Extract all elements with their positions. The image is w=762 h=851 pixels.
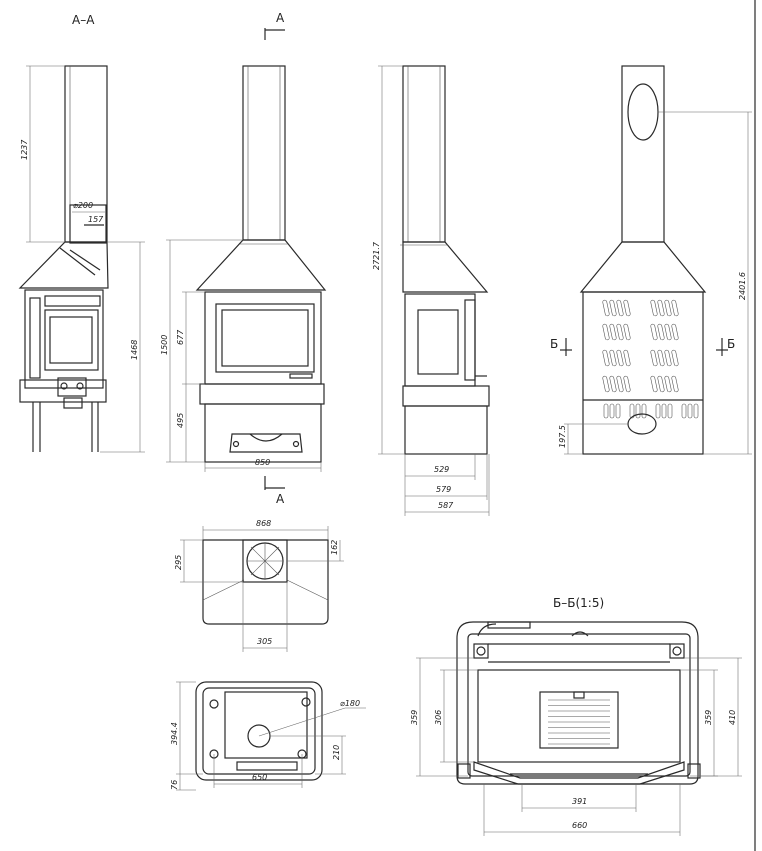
- front-upper-dim: 677: [176, 329, 185, 345]
- cut-marker-bottom: А: [276, 492, 285, 506]
- vent-slot: [671, 375, 679, 393]
- top-view: 868 295 162 305: [174, 519, 344, 652]
- vent-slot: [609, 323, 617, 341]
- base-offset-dim: 210: [332, 745, 341, 760]
- vent-slot: [635, 403, 641, 419]
- bb-h3-dim: 359: [704, 710, 713, 725]
- back-total-height-dim: 2401.6: [738, 272, 747, 300]
- bb-h4-dim: 410: [728, 710, 737, 725]
- vent-slot: [657, 375, 665, 393]
- section-aa-view: А–А 1237 ⌀200 157: [18, 13, 145, 453]
- bb-h1-dim: 359: [410, 710, 419, 725]
- vent-slot: [623, 323, 631, 341]
- vent-slot: [671, 299, 679, 317]
- vent-slot: [616, 299, 624, 317]
- top-depth-dim: 295: [174, 555, 183, 570]
- vent-slot: [650, 375, 658, 393]
- vent-slot: [664, 323, 672, 341]
- vent-slot: [681, 403, 687, 419]
- vent-slot: [650, 349, 658, 367]
- aa-offset-dim: 157: [88, 215, 104, 224]
- front-total-height-dim: 1500: [160, 335, 169, 355]
- vent-slot: [687, 403, 693, 419]
- bb-outer-width-dim: 660: [572, 821, 587, 830]
- back-view: Б Б 2401.6 197.5: [550, 65, 752, 455]
- vent-slot: [664, 375, 672, 393]
- vent-slot: [609, 349, 617, 367]
- side-depth-3-dim: 587: [438, 501, 454, 510]
- top-flue-width-dim: 305: [257, 637, 272, 646]
- section-aa-title: А–А: [72, 13, 95, 27]
- vent-slot: [650, 299, 658, 317]
- cut-b-right: Б: [727, 337, 735, 351]
- base-small-dim: 76: [170, 780, 179, 790]
- vent-slot: [602, 323, 610, 341]
- vent-slot: [602, 299, 610, 317]
- vent-slot: [693, 403, 699, 419]
- cut-marker-top: А: [276, 11, 285, 25]
- grille-lines: [548, 699, 610, 745]
- bb-h2-dim: 306: [434, 710, 443, 725]
- side-total-height-dim: 2721.7: [372, 241, 381, 270]
- vent-slot: [602, 349, 610, 367]
- vent-slot: [609, 299, 617, 317]
- vent-slot: [641, 403, 647, 419]
- vent-slot: [657, 323, 665, 341]
- top-small-dim: 162: [330, 540, 339, 555]
- vent-slot: [650, 323, 658, 341]
- top-width-dim: 868: [256, 519, 271, 528]
- section-bb-title: Б–Б(1:5): [553, 596, 604, 610]
- vent-slot: [655, 403, 661, 419]
- base-diameter-dim: ⌀180: [340, 699, 360, 708]
- vent-slot: [609, 403, 615, 419]
- vent-slot: [616, 349, 624, 367]
- vent-slot: [609, 375, 617, 393]
- vent-slot: [616, 323, 624, 341]
- back-low-dim: 197.5: [558, 425, 567, 448]
- vent-slot: [657, 349, 665, 367]
- bb-inner-width-dim: 391: [572, 797, 587, 806]
- vent-slot: [661, 403, 667, 419]
- vent-slot: [623, 375, 631, 393]
- aa-chimney-height-dim: 1237: [20, 139, 29, 160]
- side-view: 2721.7 529 579 587: [372, 65, 490, 516]
- vent-slot: [664, 349, 672, 367]
- section-bb-view: Б–Б(1:5) 359 306 359 410: [410, 596, 742, 836]
- vent-slots: [602, 299, 699, 419]
- vent-slot: [603, 403, 609, 419]
- vent-slot: [671, 349, 679, 367]
- vent-slot: [629, 403, 635, 419]
- base-width-dim: 650: [252, 773, 267, 782]
- vent-slot: [616, 375, 624, 393]
- vent-slot: [657, 299, 665, 317]
- aa-body-height-dim: 1468: [130, 340, 139, 360]
- front-view: А 1500 677 495 850: [160, 11, 327, 506]
- vent-slot: [615, 403, 621, 419]
- front-width-dim: 850: [255, 458, 270, 467]
- cut-b-left: Б: [550, 337, 558, 351]
- vent-slot: [602, 375, 610, 393]
- side-depth-2-dim: 579: [436, 485, 451, 494]
- aa-flue-diameter-dim: ⌀200: [73, 201, 93, 210]
- vent-slot: [623, 299, 631, 317]
- vent-slot: [667, 403, 673, 419]
- base-depth-dim: 394.4: [170, 722, 179, 745]
- vent-slot: [671, 323, 679, 341]
- vent-slot: [664, 299, 672, 317]
- front-lower-dim: 495: [176, 413, 185, 428]
- base-view: ⌀180 394.4 76 210 650: [170, 681, 366, 791]
- vent-slot: [623, 349, 631, 367]
- side-depth-1-dim: 529: [434, 465, 449, 474]
